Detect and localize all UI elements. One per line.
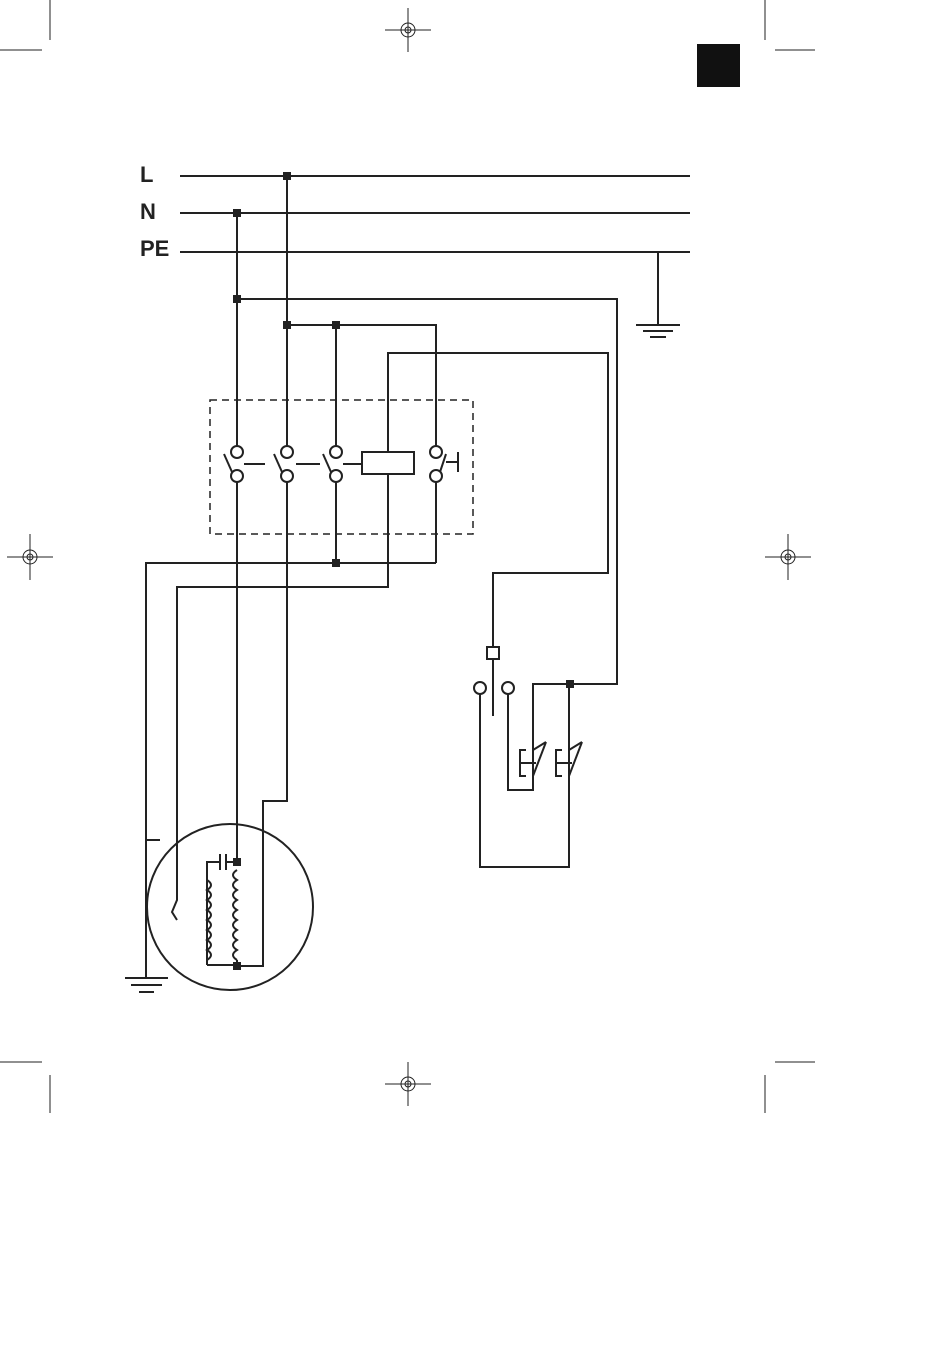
control-switch-circuit xyxy=(474,647,582,867)
neutral-label: N xyxy=(140,199,156,224)
contactor-relay xyxy=(210,400,473,534)
crop-marks xyxy=(0,0,815,1113)
junction-dots xyxy=(233,172,574,688)
pe-label: PE xyxy=(140,236,169,261)
page-tab xyxy=(697,44,740,87)
earth-ground-symbol xyxy=(636,252,680,337)
motor-symbol xyxy=(147,824,313,990)
registration-mark-bottom xyxy=(385,1062,431,1106)
line-label: L xyxy=(140,162,153,187)
registration-mark-left xyxy=(7,534,53,580)
registration-mark-top xyxy=(385,8,431,52)
registration-mark-right xyxy=(765,534,811,580)
motor-feed-wiring xyxy=(125,482,436,992)
